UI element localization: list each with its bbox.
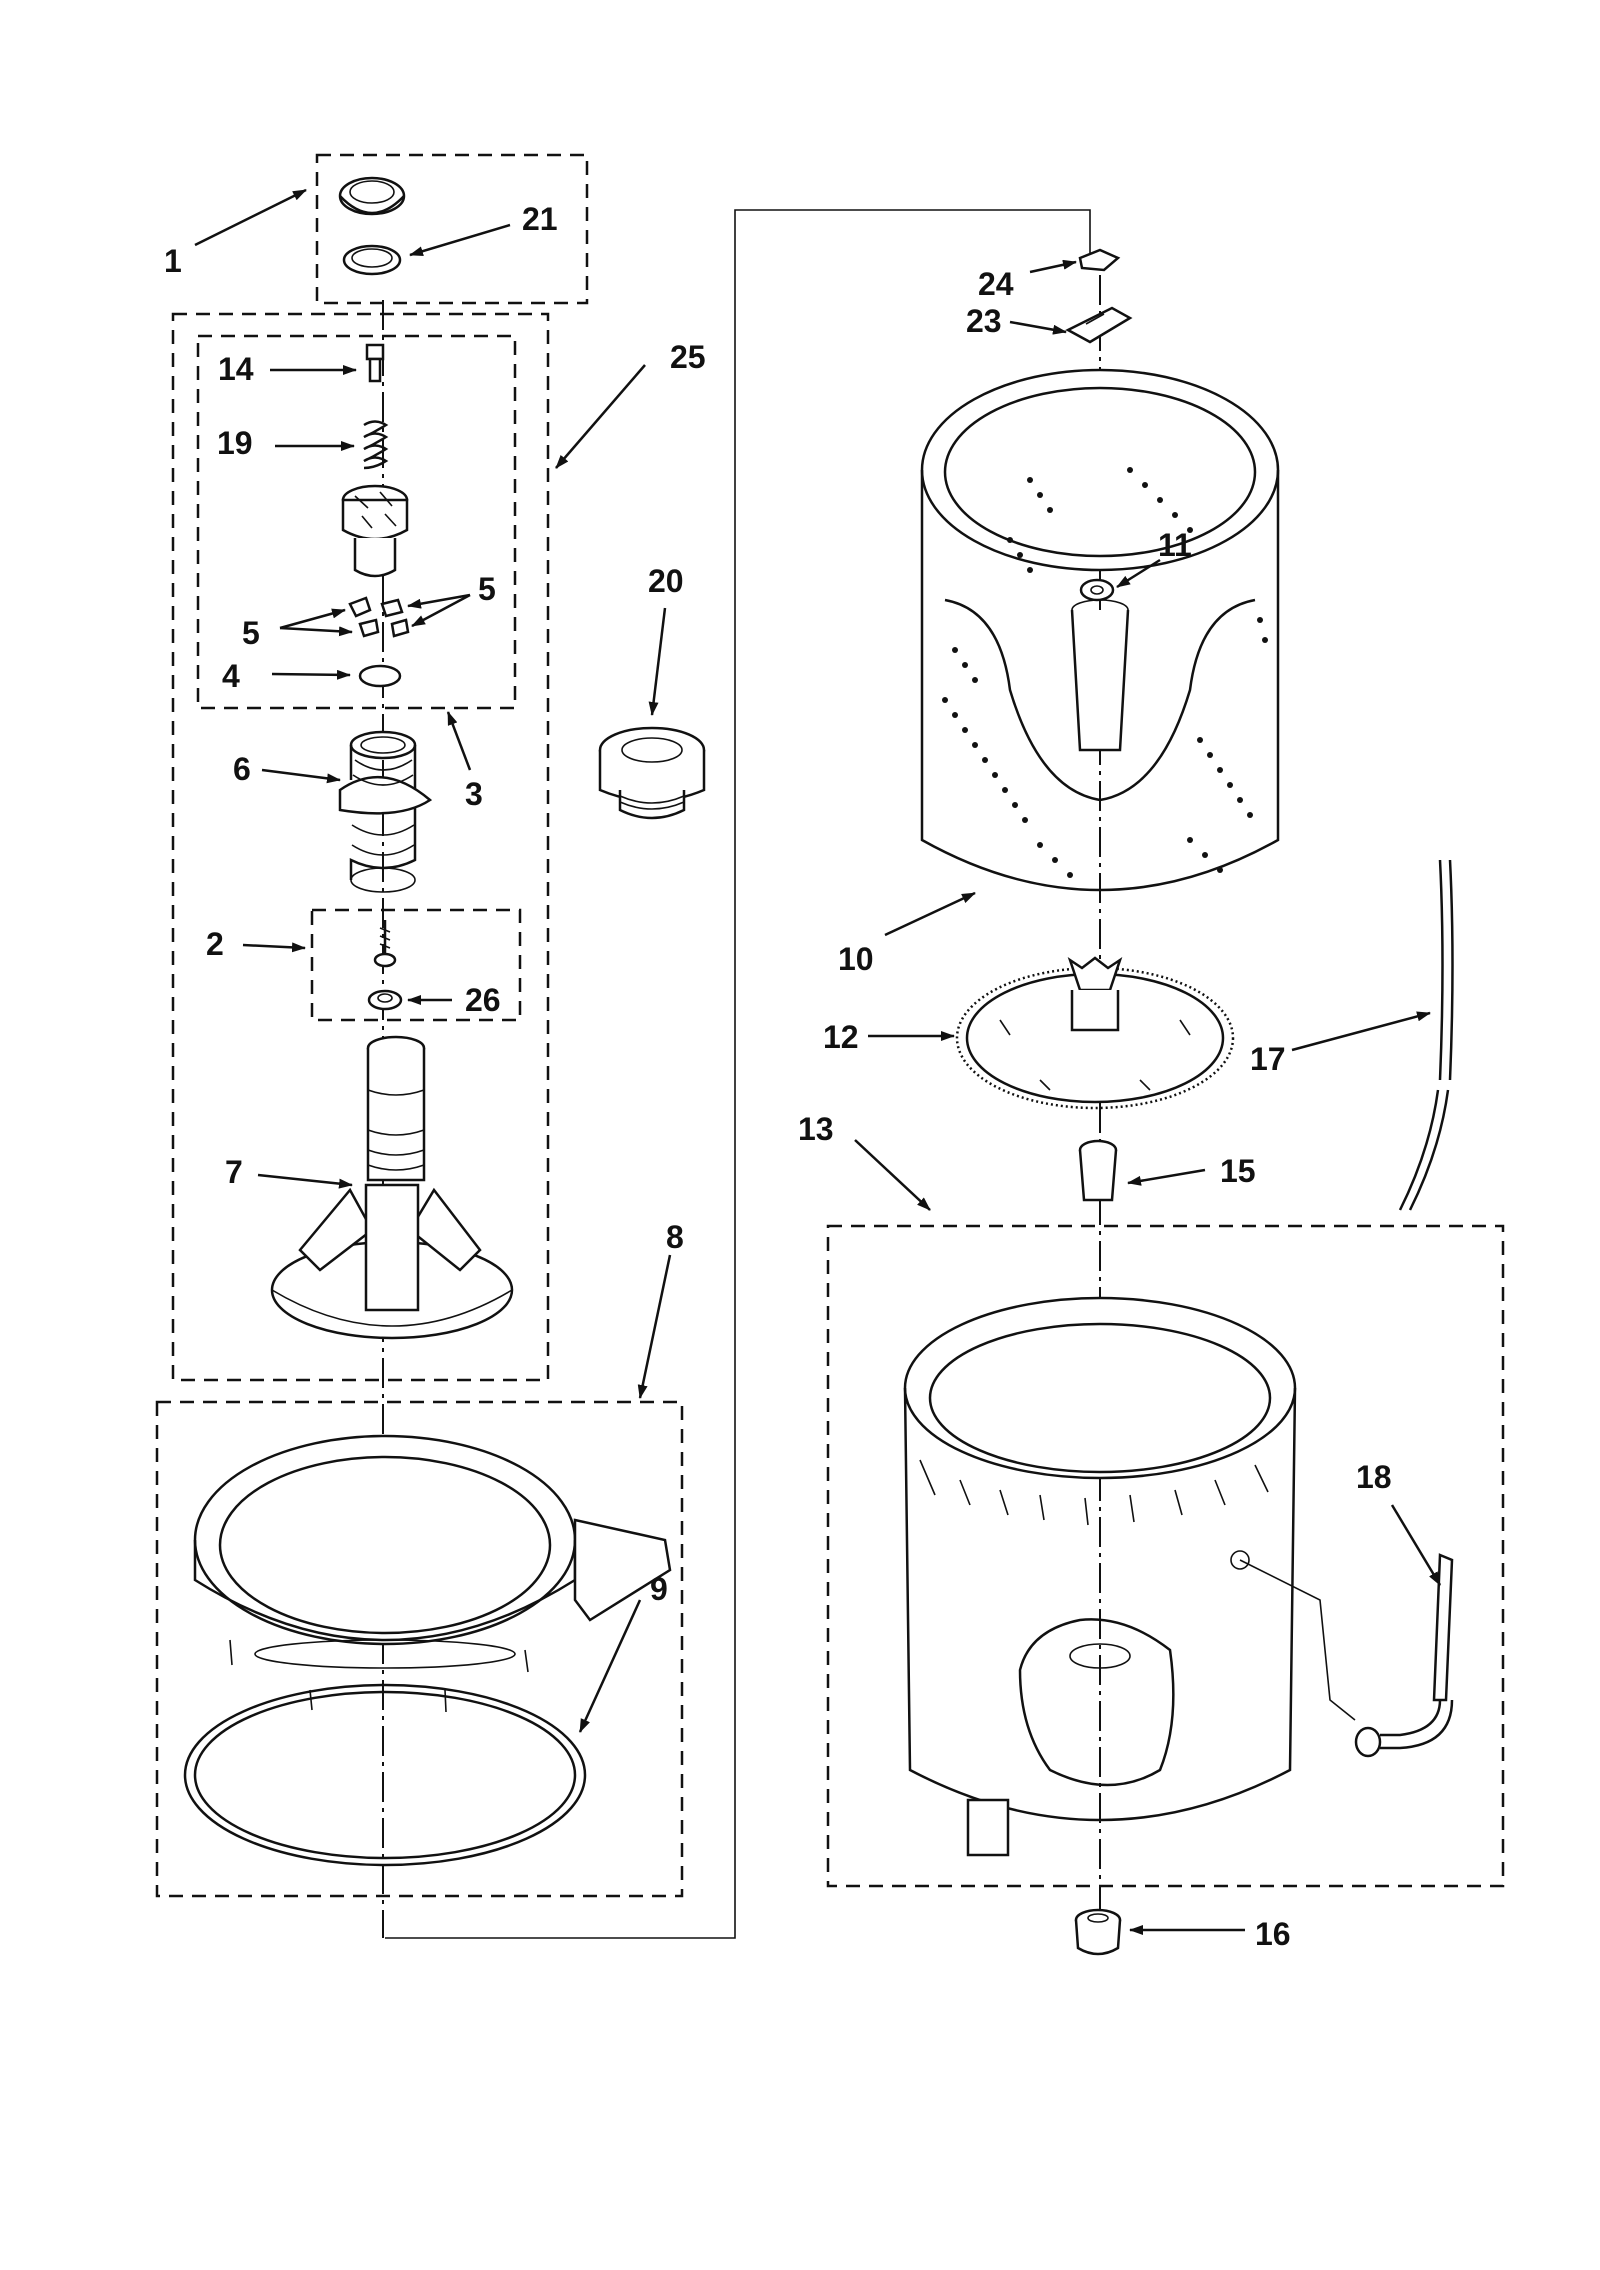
part-washer-4 xyxy=(358,664,402,688)
label-part-14: 14 xyxy=(218,351,254,387)
part-hub-15 xyxy=(1078,1139,1118,1202)
part-nut-11 xyxy=(1079,578,1115,602)
group-box-25 xyxy=(171,312,550,1382)
label-part-26: 26 xyxy=(465,982,501,1018)
arrow-23 xyxy=(1009,320,1067,335)
label-part-15: 15 xyxy=(1220,1153,1256,1189)
part-hose-17 xyxy=(1398,859,1454,1211)
arrow-4 xyxy=(271,669,351,680)
arrow-9 xyxy=(578,1599,642,1733)
arrow-15 xyxy=(1127,1168,1206,1186)
label-part-9: 9 xyxy=(650,1571,668,1607)
label-part-25: 25 xyxy=(670,339,706,375)
arrow-25 xyxy=(555,364,646,469)
part-bolt-2 xyxy=(373,920,397,968)
label-part-17: 17 xyxy=(1250,1041,1286,1077)
group-box-1 xyxy=(315,153,589,305)
part-plug-16 xyxy=(1074,1908,1122,1956)
label-part-18: 18 xyxy=(1356,1459,1392,1495)
arrow-11 xyxy=(1116,558,1161,589)
part-agitator-base-7 xyxy=(270,1035,514,1340)
label-part-21: 21 xyxy=(522,201,558,237)
arrow-21 xyxy=(409,223,511,257)
part-gasket-9 xyxy=(183,1683,587,1867)
label-part-20: 20 xyxy=(648,563,684,599)
group-box-2 xyxy=(310,908,522,1022)
arrow-2 xyxy=(242,942,306,953)
label-part-5-right: 5 xyxy=(478,571,496,607)
arrow-5b-1 xyxy=(407,593,471,609)
part-cap-1 xyxy=(338,176,406,216)
part-ring-21 xyxy=(342,244,402,276)
arrow-5b-2 xyxy=(411,593,471,628)
arrow-7 xyxy=(257,1173,353,1189)
part-dogs-5 xyxy=(348,596,410,638)
group-box-8 xyxy=(155,1400,684,1898)
arrow-13 xyxy=(854,1139,931,1211)
part-spring-19 xyxy=(363,420,389,470)
part-tub-ring-8 xyxy=(193,1434,672,1713)
label-part-24: 24 xyxy=(978,266,1014,302)
label-part-6: 6 xyxy=(233,751,251,787)
label-part-19: 19 xyxy=(217,425,253,461)
arrow-1 xyxy=(194,188,307,247)
label-part-12: 12 xyxy=(823,1019,859,1055)
label-part-4: 4 xyxy=(222,658,240,694)
part-gear-ring-12 xyxy=(955,956,1235,1110)
part-outer-tub-13 xyxy=(903,1296,1356,1857)
part-hose-18 xyxy=(1354,1553,1454,1758)
label-part-10: 10 xyxy=(838,941,874,977)
basket-perforations xyxy=(942,467,1268,878)
label-part-23: 23 xyxy=(966,303,1002,339)
arrow-8 xyxy=(637,1254,672,1399)
arrow-17 xyxy=(1291,1011,1431,1052)
arrow-5a-1 xyxy=(279,608,346,630)
label-part-11: 11 xyxy=(1158,527,1192,563)
label-part-5-left: 5 xyxy=(242,615,260,651)
part-auger-6 xyxy=(338,730,433,893)
label-part-3: 3 xyxy=(465,776,483,812)
connector-line xyxy=(385,209,1091,1939)
arrow-5a-2 xyxy=(279,626,353,637)
part-cap-14 xyxy=(365,343,385,383)
part-cam-body xyxy=(341,484,409,578)
label-part-16: 16 xyxy=(1255,1916,1291,1952)
label-part-1: 1 xyxy=(164,243,182,279)
arrow-18 xyxy=(1390,1504,1442,1586)
arrow-20 xyxy=(648,607,667,716)
arrow-3 xyxy=(446,711,472,771)
arrow-10 xyxy=(884,891,976,937)
arrow-6 xyxy=(261,768,341,784)
part-bearing-20 xyxy=(598,726,706,820)
arrow-24 xyxy=(1029,259,1077,274)
label-part-2: 2 xyxy=(206,926,224,962)
part-clip-23 xyxy=(1065,306,1133,344)
part-nut-26 xyxy=(367,989,403,1011)
label-part-7: 7 xyxy=(225,1154,243,1190)
label-part-13: 13 xyxy=(798,1111,834,1147)
part-clip-24 xyxy=(1078,248,1121,272)
label-part-8: 8 xyxy=(666,1219,684,1255)
part-basket-10 xyxy=(920,368,1280,892)
